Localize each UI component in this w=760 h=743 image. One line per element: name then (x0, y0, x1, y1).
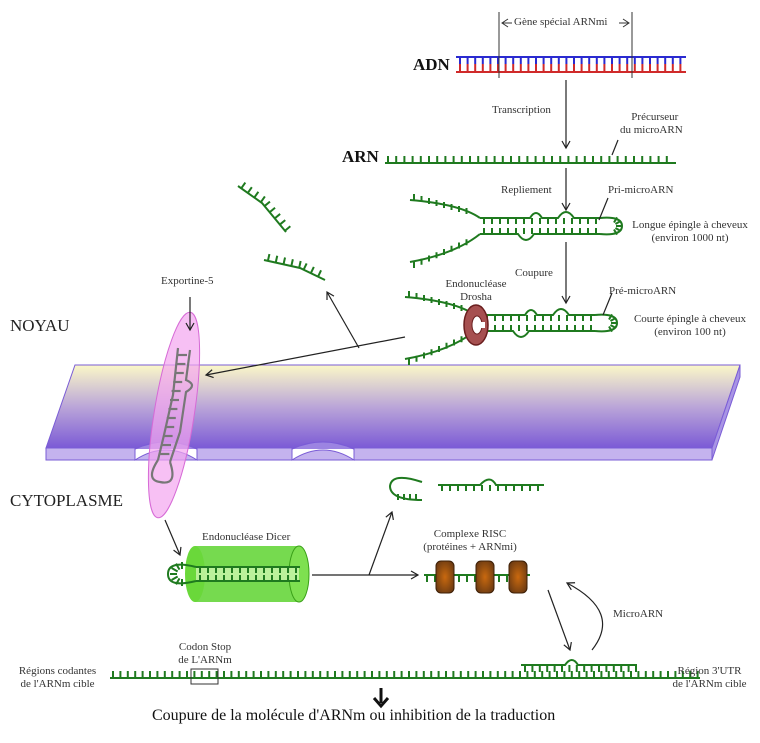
dicer-back-cap (185, 546, 205, 602)
bound-mirna (521, 659, 637, 672)
arrow-to-membrane (204, 336, 406, 379)
pre-mirna-hairpin (404, 291, 619, 365)
drosha-label: Endonucléase Drosha (441, 278, 511, 304)
utr-region-label-line2: de l'ARNm cible (672, 678, 747, 690)
pri-mirna-desc-line2: (environ 1000 nt) (651, 232, 729, 244)
risc-protein (475, 560, 495, 594)
step-transcription: Transcription (492, 104, 551, 116)
gene-bracket-label: Gène spécial ARNmi (514, 16, 608, 28)
stop-codon-label-line1: Codon Stop (178, 641, 232, 653)
pri-mirna-desc: Longue épingle à cheveux (environ 1000 n… (620, 219, 760, 245)
precursor-label: Précurseur du microARN (620, 111, 683, 137)
drosha-label-line2: Drosha (460, 291, 492, 303)
released-fragment (263, 253, 326, 281)
pri-mirna-hairpin (409, 194, 624, 268)
cytoplasm-label: CYTOPLASME (10, 491, 124, 510)
precursor-label-line1: Précurseur (631, 111, 679, 123)
pre-mirna-label: Pré-microARN (609, 285, 677, 297)
step-folding: Repliement (501, 184, 552, 196)
pre-mirna-desc-line2: (environ 100 nt) (654, 326, 726, 338)
arrow-to-fragments (326, 290, 360, 349)
risc-protein (508, 560, 528, 594)
stop-codon-box (190, 668, 219, 685)
risc-label-line1: Complexe RISC (433, 528, 507, 540)
arrow-to-dicer (164, 519, 182, 557)
utr-region-label: Région 3'UTR de l'ARNm cible (662, 665, 757, 691)
risc-label-line2: (protéines + ARNmi) (423, 541, 517, 553)
exportin-5-complex (147, 311, 201, 519)
exportin-label: Exportine-5 (161, 275, 214, 287)
dna-double-helix (456, 56, 686, 73)
nuclear-pore (291, 441, 355, 450)
pointer-pre (602, 292, 613, 316)
target-mrna (110, 671, 700, 679)
coding-region-label: Régions codantes de l'ARNm cible (10, 665, 105, 691)
dna-label: ADN (413, 55, 450, 74)
membrane-top-face (45, 364, 741, 449)
process-arrows (164, 80, 619, 652)
risc-protein (435, 560, 455, 594)
stop-codon-label-line2: de L'ARNm (178, 654, 232, 666)
pri-mirna-label: Pri-microARN (608, 184, 674, 196)
microrna-label: MicroARN (613, 608, 664, 620)
nuclear-membrane (45, 364, 741, 461)
stop-codon-label: Codon Stop de L'ARNm (170, 641, 240, 667)
risc-label: Complexe RISC (protéines + ARNmi) (420, 528, 520, 554)
drosha-label-line1: Endonucléase (445, 278, 507, 290)
outcome-arrow-icon (372, 688, 390, 709)
pre-mirna-in-transit (150, 347, 194, 484)
coding-region-label-line2: de l'ARNm cible (20, 678, 95, 690)
arrow-to-loop-waste (368, 510, 394, 576)
dicer-hairpin (166, 562, 300, 586)
pointer-precursor (611, 139, 619, 156)
rna-label: ARN (342, 147, 379, 166)
risc-complex-layer (435, 560, 528, 594)
coding-region-label-line1: Régions codantes (18, 665, 97, 677)
pre-mirna-desc: Courte épingle à cheveux (environ 100 nt… (620, 313, 760, 339)
pri-mirna-desc-line1: Longue épingle à cheveux (632, 219, 748, 231)
dicer-enzyme (185, 545, 310, 603)
rna-transcript (385, 156, 676, 164)
arrow-risc-to-target (547, 589, 572, 652)
utr-region-label-line1: Région 3'UTR (677, 665, 742, 677)
step-cleavage: Coupure (515, 267, 553, 279)
pre-mirna-desc-line1: Courte épingle à cheveux (633, 313, 747, 325)
gene-bracket (498, 12, 633, 78)
mirna-duplex (438, 478, 544, 491)
precursor-label-line2: du microARN (620, 124, 683, 136)
drosha-enzyme (463, 304, 489, 346)
dicer-label: Endonucléase Dicer (202, 531, 291, 543)
arrow-microrna-recycle (565, 582, 603, 651)
outcome-caption: Coupure de la molécule d'ARNm ou inhibit… (152, 707, 556, 724)
excised-loop (388, 476, 423, 501)
pointer-pri (598, 197, 609, 221)
released-fragment (237, 182, 291, 233)
nucleus-label: NOYAU (10, 316, 70, 335)
membrane-side-edge (711, 364, 741, 461)
